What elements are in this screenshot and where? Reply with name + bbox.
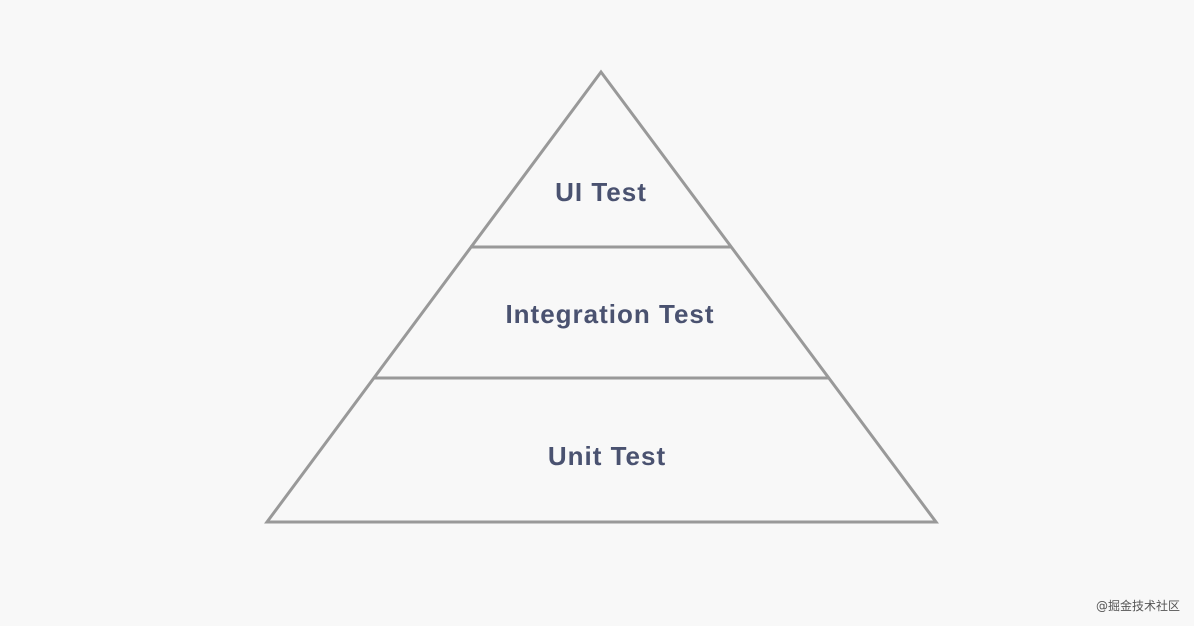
layer-label-integration-test: Integration Test <box>505 299 714 329</box>
layer-label-unit-test: Unit Test <box>548 441 666 471</box>
pyramid-outline <box>264 69 939 524</box>
layer-label-ui-test: UI Test <box>555 177 647 207</box>
watermark-text: @掘金技术社区 <box>1095 599 1180 613</box>
